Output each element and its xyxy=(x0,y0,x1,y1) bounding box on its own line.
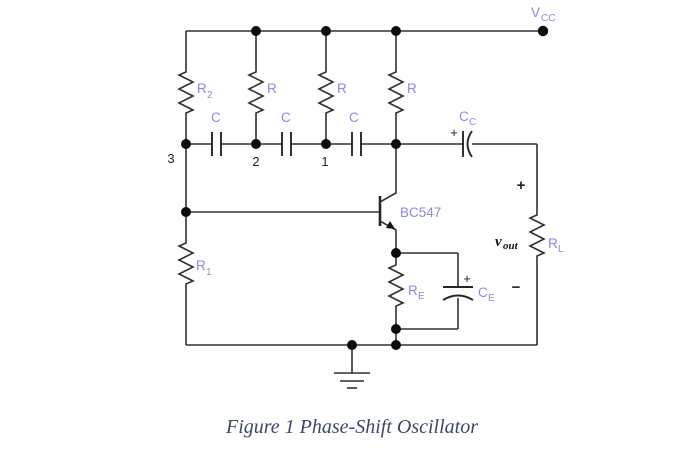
re-label-sub: E xyxy=(418,291,425,302)
cc-polarity-plus: + xyxy=(450,125,458,140)
resistor-r2 xyxy=(177,31,195,144)
junction-dots xyxy=(181,25,549,350)
transistor-label: BC547 xyxy=(400,205,441,220)
cc-label-sub: C xyxy=(469,117,476,128)
capacitor-c-stage3 xyxy=(211,132,222,156)
bias-labels: R 1 R E C E + xyxy=(196,258,495,304)
c-stage2-label: C xyxy=(281,110,291,125)
figure-caption: Figure 1 Phase-Shift Oscillator xyxy=(225,416,478,438)
node-number-labels: 3 2 1 xyxy=(167,151,328,169)
resistor-r-stage1 xyxy=(317,31,335,144)
feedback-capacitor-labels: C C C xyxy=(211,110,359,125)
node1-label: 1 xyxy=(321,154,328,169)
r2-label-sub: 2 xyxy=(207,90,213,101)
ce-label: C xyxy=(478,285,488,300)
ground-symbol xyxy=(334,345,370,389)
vcc-label: V xyxy=(531,5,540,20)
vout-label-sub: out xyxy=(503,240,519,252)
ce-label-sub: E xyxy=(488,293,495,304)
r1-label-sub: 1 xyxy=(206,267,212,278)
re-label: R xyxy=(408,283,418,298)
c-stage1-label: C xyxy=(349,110,359,125)
resistor-r-collector xyxy=(387,31,405,144)
c-stage3-label: C xyxy=(211,110,221,125)
rl-label-sub: L xyxy=(558,244,564,255)
output-labels: + − v out R L xyxy=(495,177,564,296)
capacitor-cc xyxy=(462,130,473,158)
r-stage2-label: R xyxy=(267,81,277,96)
supply-label: V CC xyxy=(531,5,555,24)
bc547-label: BC547 xyxy=(400,205,441,220)
capacitor-ce xyxy=(396,252,474,330)
feedback-resistor-labels: R 2 R R R xyxy=(197,81,417,101)
resistor-r1 xyxy=(177,212,195,345)
cc-label: C xyxy=(459,109,469,124)
r2-label: R xyxy=(197,81,207,96)
capacitor-c-stage1 xyxy=(351,132,362,156)
ce-polarity-plus: + xyxy=(463,271,471,286)
base-feedback-wire xyxy=(185,144,380,213)
r-stage1-label: R xyxy=(337,81,347,96)
output-plus-sign: + xyxy=(517,177,526,194)
capacitor-c-stage2 xyxy=(281,132,292,156)
transistor-bc547-symbol xyxy=(378,144,397,253)
resistor-r-stage2 xyxy=(247,31,265,144)
r1-label: R xyxy=(196,258,206,273)
vout-label: v xyxy=(495,234,502,250)
r-collector-label: R xyxy=(407,81,417,96)
resistor-rl xyxy=(528,144,546,345)
output-minus-sign: − xyxy=(512,279,521,296)
vcc-label-sub: CC xyxy=(541,13,555,24)
coupling-cap-labels: C C + xyxy=(450,109,476,140)
node2-label: 2 xyxy=(252,154,259,169)
node3-label: 3 xyxy=(167,151,174,166)
rl-label: R xyxy=(548,236,558,251)
